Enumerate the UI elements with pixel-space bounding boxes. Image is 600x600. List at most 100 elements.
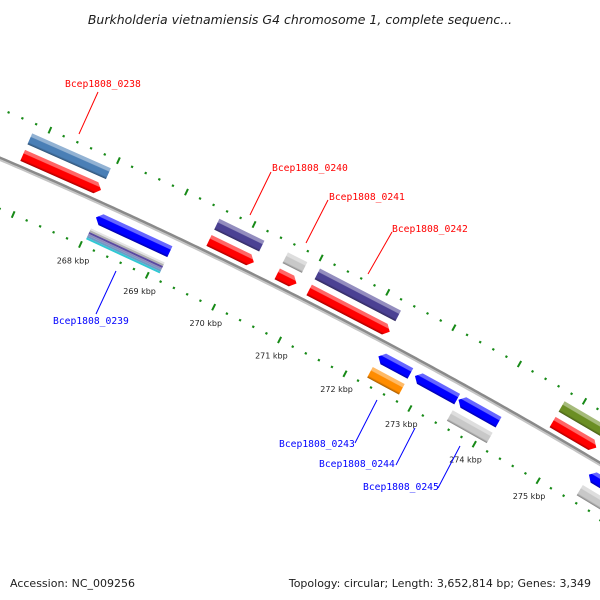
minor-tick [562, 494, 566, 498]
scale-label: 275 kbp [513, 492, 546, 501]
cds-bar[interactable] [314, 268, 401, 322]
scale-ticks [0, 110, 600, 522]
minor-tick [198, 299, 202, 303]
minor-tick [185, 292, 189, 296]
minor-tick [523, 471, 527, 475]
reverse-gene-arrow[interactable] [458, 397, 502, 428]
minor-tick [20, 116, 24, 120]
gene-label[interactable]: Bcep1808_0244 [319, 459, 395, 470]
minor-tick [132, 267, 136, 271]
cds-bar[interactable] [446, 410, 493, 444]
gene-label[interactable]: Bcep1808_0240 [272, 163, 348, 174]
major-tick [342, 370, 348, 378]
gene-feature[interactable] [549, 401, 600, 450]
minor-tick [549, 486, 553, 490]
minor-tick [225, 209, 229, 213]
minor-tick [330, 365, 334, 369]
gene-label[interactable]: Bcep1808_0243 [279, 439, 355, 450]
minor-tick [65, 236, 69, 240]
reverse-gene-arrow[interactable] [588, 472, 600, 512]
forward-gene-arrow[interactable] [549, 416, 597, 450]
gene-feature[interactable] [446, 397, 502, 444]
forward-gene-arrow[interactable] [20, 149, 101, 194]
minor-tick [130, 165, 134, 169]
minor-tick [62, 134, 66, 138]
backbone-line [0, 156, 600, 465]
major-tick [10, 210, 16, 219]
minor-tick [144, 171, 148, 175]
minor-tick [34, 122, 38, 126]
minor-tick [239, 216, 243, 220]
cds-bar[interactable] [558, 401, 600, 437]
major-tick [581, 397, 588, 405]
gene-feature[interactable] [20, 133, 111, 194]
minor-tick [333, 263, 337, 267]
minor-tick [395, 399, 399, 403]
major-tick [318, 254, 324, 262]
minor-tick [595, 407, 599, 411]
cds-bar-stripe[interactable] [87, 233, 163, 270]
major-tick [116, 157, 121, 165]
minor-tick [251, 325, 255, 329]
minor-tick [52, 230, 56, 234]
minor-tick [346, 270, 350, 274]
minor-tick [369, 386, 373, 390]
minor-tick [212, 203, 216, 207]
minor-tick [587, 509, 591, 513]
forward-gene-arrow[interactable] [306, 284, 390, 335]
label-leader-line [395, 427, 416, 466]
cds-bar[interactable] [27, 133, 111, 180]
minor-tick [317, 358, 321, 362]
gene-feature[interactable] [414, 373, 461, 405]
minor-tick [459, 435, 463, 439]
minor-tick [465, 333, 469, 337]
forward-gene-arrow[interactable] [206, 235, 254, 266]
cds-bar-stripe[interactable] [86, 237, 161, 274]
minor-tick [412, 304, 416, 308]
cds-bar-stripe[interactable] [89, 230, 164, 267]
gene-label[interactable]: Bcep1808_0238 [65, 79, 141, 90]
major-tick [516, 360, 523, 368]
cds-bar[interactable] [576, 484, 600, 528]
gene-label[interactable]: Bcep1808_0245 [363, 482, 439, 493]
minor-tick [157, 177, 161, 181]
reverse-gene-arrow[interactable] [414, 373, 461, 405]
minor-tick [382, 392, 386, 396]
label-leader-line [354, 399, 378, 444]
gene-feature[interactable] [206, 218, 265, 266]
gene-label[interactable]: Bcep1808_0239 [53, 316, 129, 327]
minor-tick [511, 464, 515, 468]
cds-bar-stripe[interactable] [88, 231, 164, 268]
forward-gene-arrow[interactable] [274, 268, 297, 287]
cds-bar[interactable] [214, 218, 265, 252]
gene-feature[interactable] [86, 214, 173, 274]
minor-tick [356, 379, 360, 383]
minor-tick [7, 110, 11, 114]
gene-feature[interactable] [274, 252, 308, 287]
cds-bar-stripe[interactable] [90, 228, 165, 265]
major-tick [535, 477, 541, 485]
minor-tick [399, 297, 403, 301]
minor-tick [266, 229, 270, 233]
map-title: Burkholderia vietnamiensis G4 chromosome… [88, 12, 512, 27]
cds-bar[interactable] [282, 252, 308, 273]
major-tick [385, 288, 391, 296]
minor-tick [557, 384, 561, 388]
cds-bar[interactable] [367, 366, 405, 395]
gene-label[interactable]: Bcep1808_0241 [329, 192, 405, 203]
minor-tick [544, 377, 548, 381]
gene-feature[interactable] [306, 268, 401, 335]
gene-label[interactable]: Bcep1808_0242 [392, 224, 468, 235]
cds-bar-stripe[interactable] [86, 235, 162, 272]
minor-tick [103, 153, 107, 156]
gene-feature[interactable] [367, 353, 414, 395]
gene-feature[interactable] [576, 472, 600, 528]
reverse-gene-arrow[interactable] [95, 214, 173, 258]
scale-label: 273 kbp [385, 420, 418, 429]
label-leader-line [78, 91, 99, 135]
label-leader-line [249, 171, 272, 216]
major-tick [251, 220, 257, 229]
reverse-gene-arrow[interactable] [378, 353, 414, 379]
